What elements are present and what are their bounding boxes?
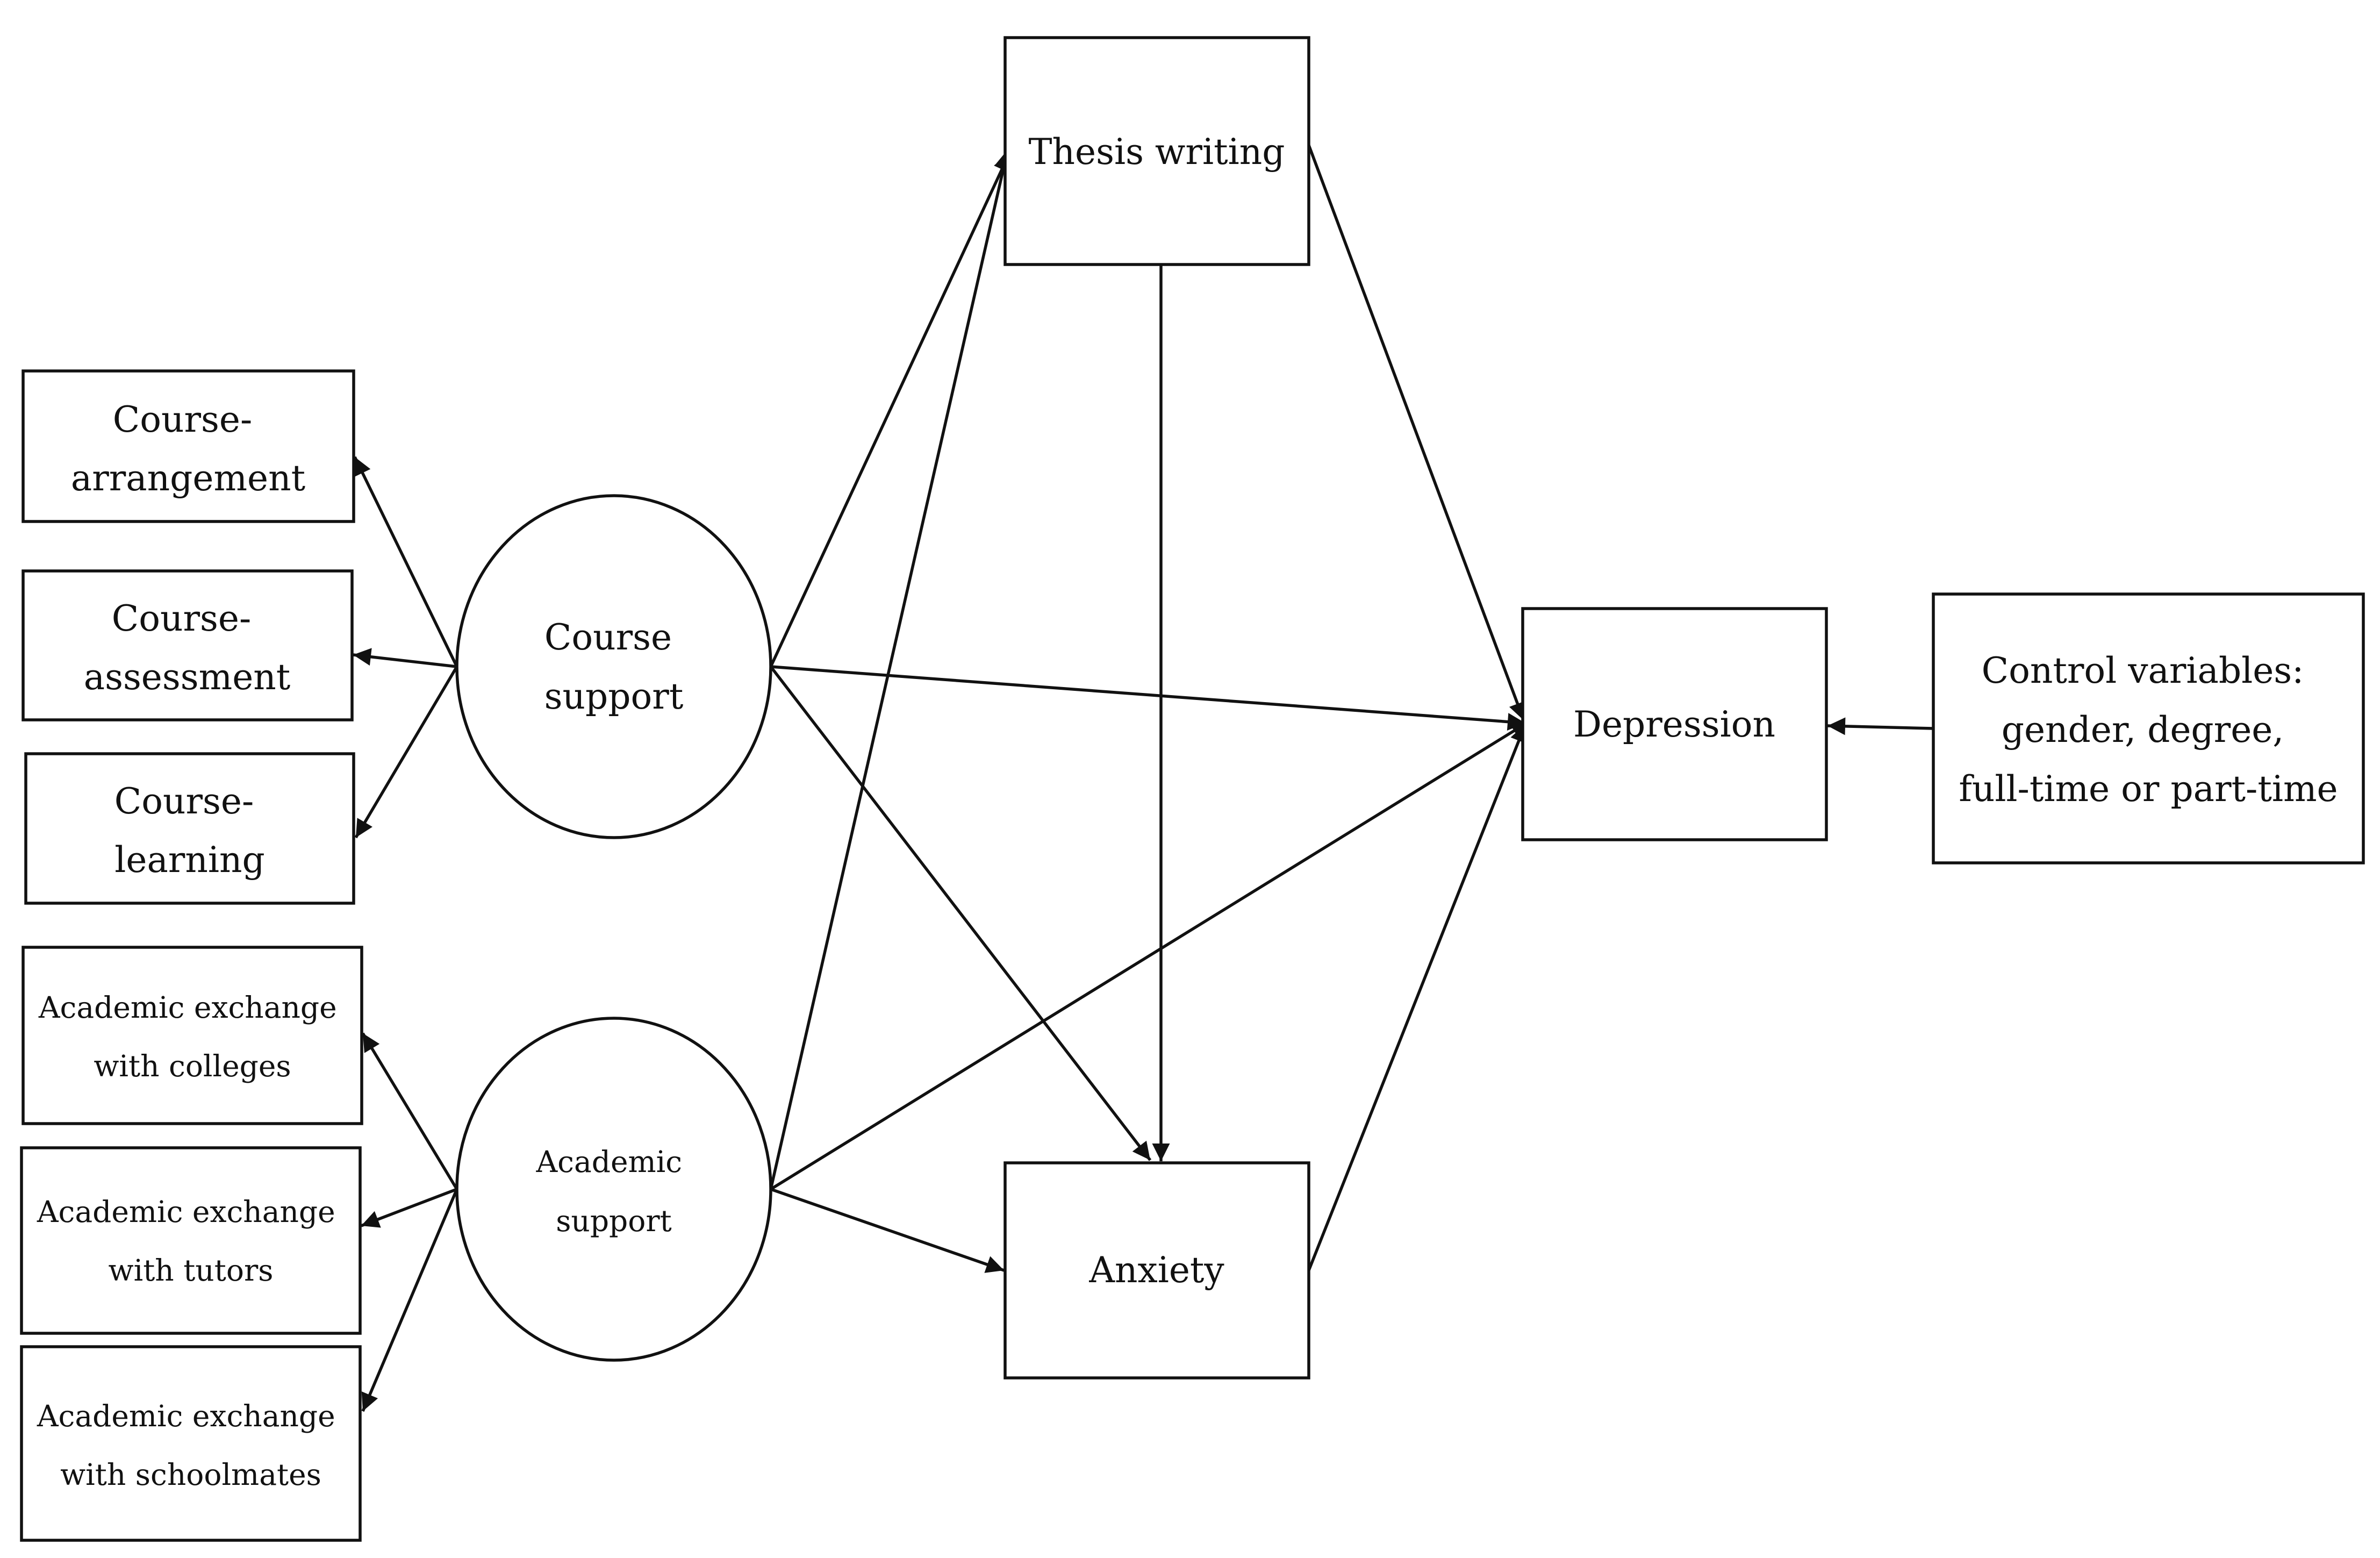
node-anxiety-label: Anxiety	[1088, 1249, 1224, 1291]
node-course-assessment: Course- assessment	[21, 569, 354, 721]
node-control-variables: Control variables: gender, degree, full-…	[1932, 592, 2365, 864]
node-depression-label: Depression	[1573, 704, 1775, 745]
node-thesis-writing: Thesis writing	[1003, 36, 1310, 266]
arrow-course-support-to-course-learning	[354, 666, 458, 839]
node-course-support: Course support	[455, 494, 772, 839]
edges-layer	[353, 145, 1934, 1412]
node-course-arrangement: Course- arrangement	[21, 369, 355, 523]
node-academic-support: Academic support	[455, 1017, 772, 1362]
arrow-course-support-to-anxiety	[769, 666, 1152, 1161]
node-course-learning: Course- learning	[24, 752, 355, 905]
arrow-thesis-writing-to-depression	[1307, 145, 1526, 721]
arrow-control-variables-to-depression	[1827, 717, 1934, 735]
arrow-academic-support-to-academic-exchange-schoolmates	[361, 1188, 458, 1412]
node-academic-exchange-schoolmates-label: Academic exchange with schoolmates	[37, 1399, 345, 1492]
node-academic-exchange-tutors-label: Academic exchange with tutors	[37, 1195, 345, 1288]
node-academic-exchange-tutors: Academic exchange with tutors	[20, 1146, 362, 1335]
node-anxiety: Anxiety	[1003, 1161, 1310, 1380]
arrow-course-support-to-thesis-writing	[769, 152, 1011, 668]
node-depression: Depression	[1521, 607, 1828, 841]
node-course-arrangement-label: Course- arrangement	[71, 399, 305, 499]
arrow-academic-support-to-depression	[770, 720, 1530, 1191]
node-control-variables-label: Control variables: gender, degree, full-…	[1959, 650, 2338, 810]
node-thesis-writing-label: Thesis writing	[1029, 131, 1285, 173]
arrow-course-support-to-course-assessment	[353, 648, 457, 668]
node-course-assessment-label: Course- assessment	[84, 598, 291, 698]
node-course-learning-label: Course- learning	[114, 781, 266, 881]
node-course-support-label: Course support	[544, 617, 684, 717]
arrow-academic-support-to-anxiety	[770, 1188, 1005, 1273]
arrow-academic-support-to-academic-exchange-colleges	[361, 1032, 458, 1190]
node-academic-exchange-colleges-label: Academic exchange with colleges	[38, 990, 346, 1083]
arrow-anxiety-to-depression	[1307, 723, 1528, 1271]
arrow-course-support-to-depression	[770, 665, 1526, 731]
node-academic-exchange-colleges: Academic exchange with colleges	[21, 946, 363, 1125]
node-academic-exchange-schoolmates: Academic exchange with schoolmates	[20, 1345, 362, 1542]
arrow-course-support-to-course-arrangement	[353, 456, 458, 668]
node-academic-support-label: Academic support	[535, 1145, 691, 1238]
arrow-academic-support-to-academic-exchange-tutors	[361, 1188, 457, 1228]
arrow-academic-support-to-thesis-writing	[769, 149, 1013, 1190]
